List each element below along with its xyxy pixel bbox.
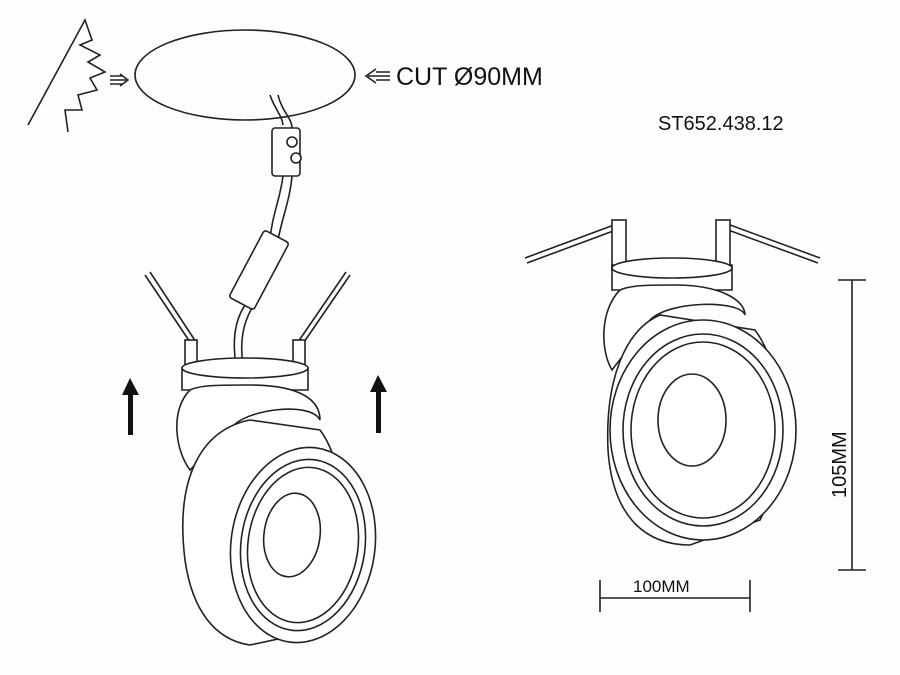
arrow-up-right-icon <box>370 375 387 433</box>
ceiling-profile <box>27 18 107 133</box>
model-number: ST652.438.12 <box>658 113 784 135</box>
led-driver <box>229 230 289 366</box>
lamp-right <box>524 219 821 546</box>
cut-label: CUT Ø90MM <box>396 63 543 91</box>
ceiling-cutout <box>134 29 356 121</box>
lamp-left <box>144 271 377 646</box>
height-dimension-line <box>838 279 866 571</box>
wire-connector <box>269 94 302 241</box>
arrow-to-cutout-icon <box>110 73 130 87</box>
width-dimension: 100MM <box>633 577 690 596</box>
height-dimension: 105MM <box>829 431 851 498</box>
arrow-up-left-icon <box>122 378 139 435</box>
width-dimension-line <box>599 580 751 612</box>
arrow-left-icon <box>364 68 390 84</box>
